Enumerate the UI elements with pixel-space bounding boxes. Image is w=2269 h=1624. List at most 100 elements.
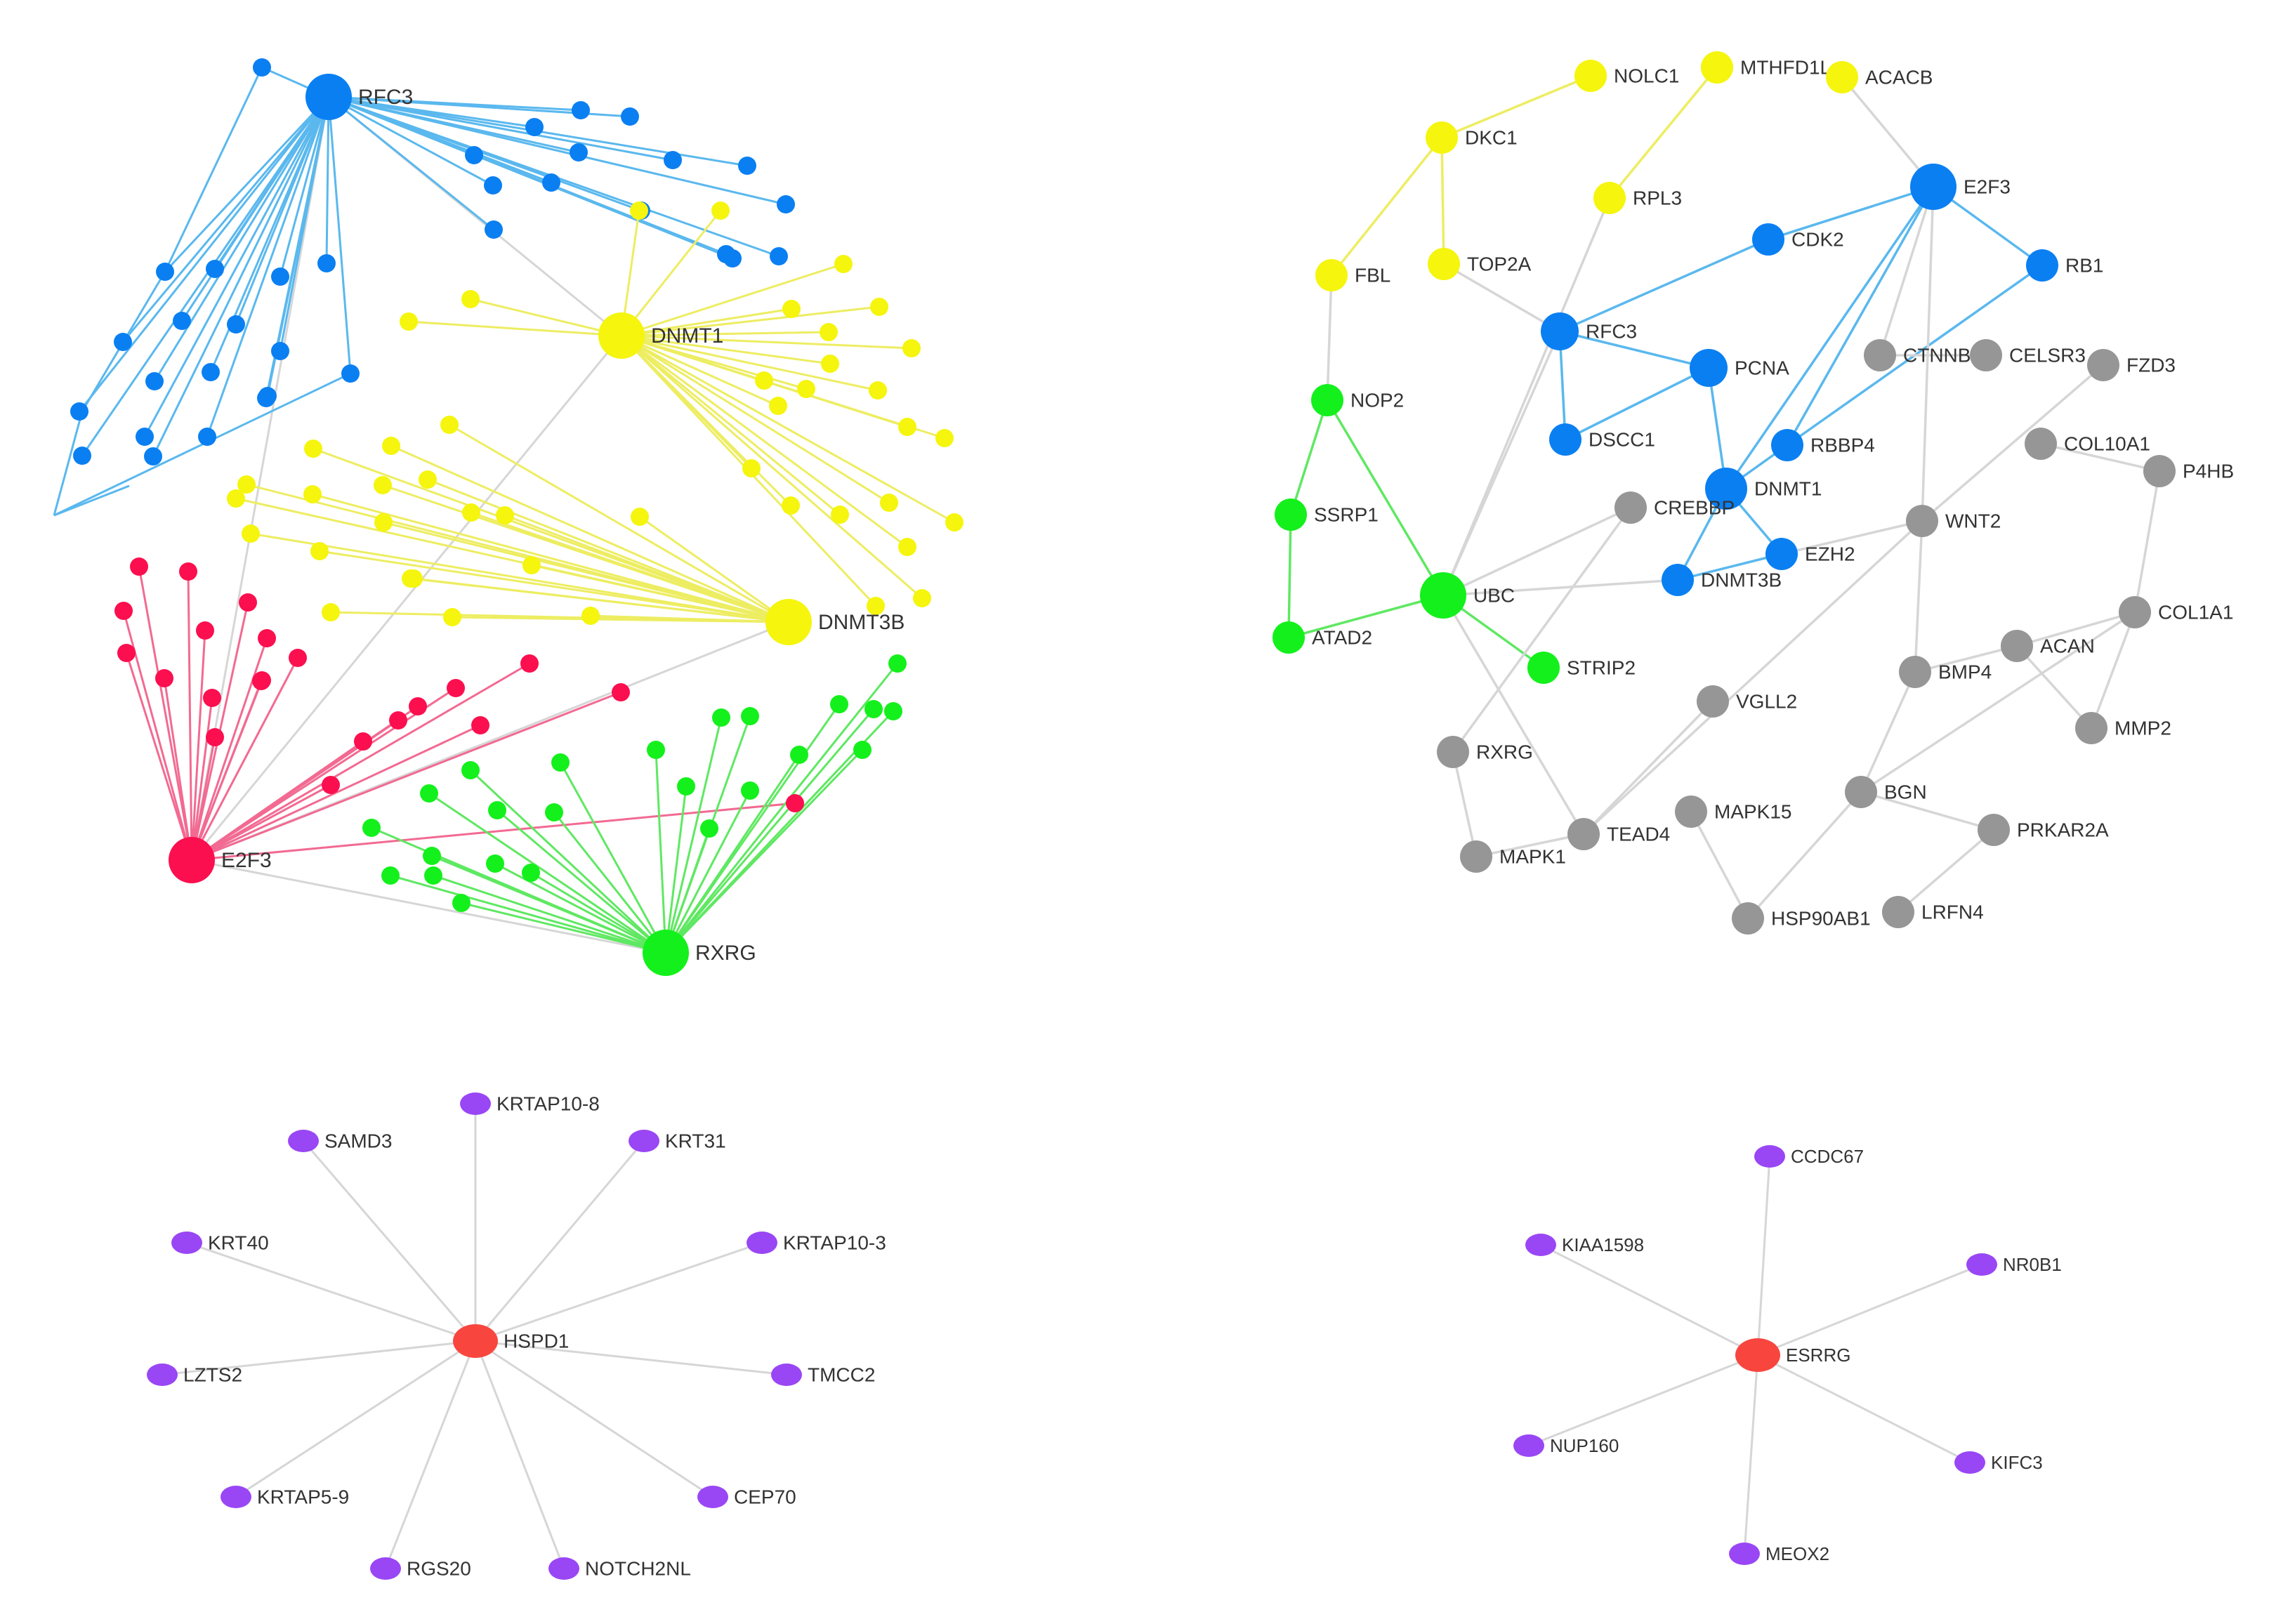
esrrg_star-leaf-label-kifc3: KIFC3 — [1991, 1452, 2043, 1473]
rxrg-satellite-edge — [664, 786, 688, 953]
dnmt1-satellite-node — [820, 323, 838, 341]
rxrg-satellite-edge — [664, 663, 899, 953]
rxrg-satellite-edge — [469, 769, 667, 954]
ppi-label-prkar2a: PRKAR2A — [2017, 819, 2109, 840]
hspd1_star-leaf-samd3 — [288, 1130, 319, 1152]
rxrg-satellite-edge — [664, 717, 723, 953]
ppi-node-nop2 — [1311, 384, 1343, 416]
ppi-label-acacb: ACACB — [1865, 66, 1933, 88]
ppi-node-ssrp1 — [1275, 499, 1307, 531]
ppi-node-ubc — [1420, 572, 1466, 619]
hspd1_star-edge — [475, 1241, 763, 1342]
rxrg-satellite-node — [551, 753, 570, 772]
rxrg-satellite-edge — [655, 749, 667, 953]
rxrg-satellite-node — [790, 746, 808, 764]
dnmt1-satellite-edge — [621, 305, 880, 337]
dnmt1-satellite-edge — [621, 334, 912, 350]
rxrg-satellite-node — [700, 819, 718, 838]
rxrg-satellite-edge — [496, 809, 666, 954]
rfc3-satellite-node — [145, 372, 164, 390]
e2f3-satellite-edge — [191, 740, 364, 861]
rfc3-satellite-node — [770, 247, 788, 265]
ppi-label-mapk15: MAPK15 — [1714, 800, 1792, 822]
ppi-label-rpl3: RPL3 — [1633, 187, 1682, 209]
hspd1_star-center-label: HSPD1 — [504, 1330, 569, 1352]
ppi-label-crebbp: CREBBP — [1654, 496, 1735, 518]
rxrg-satellite-node — [741, 781, 759, 800]
dnmt3b-satellite-edge — [319, 550, 789, 623]
esrrg_star-leaf-nup160 — [1513, 1434, 1544, 1457]
e2f3-satellite-edge — [191, 691, 621, 861]
ppi-node-dnmt3b — [1662, 564, 1694, 596]
dnmt1-satellite-node — [782, 496, 800, 515]
hspd1_star-edge — [474, 1140, 645, 1342]
rfc3-rim-edge — [53, 484, 130, 517]
esrrg_star-leaf-label-meox2: MEOX2 — [1765, 1543, 1829, 1564]
dnmt3b-satellite-node — [462, 503, 480, 522]
rfc3-satellite-node — [156, 263, 174, 281]
ppi-node-crebbp — [1614, 491, 1647, 524]
rfc3-satellite-node — [227, 315, 245, 334]
dnmt1-satellite-node — [902, 339, 921, 357]
hspd1_star-leaf-label-tmcc2: TMCC2 — [808, 1364, 875, 1385]
rxrg-satellite-node — [677, 777, 695, 796]
rfc3-satellite-edge — [143, 96, 330, 437]
rxrg-satellite-edge — [530, 871, 666, 954]
rfc3-satellite-edge — [325, 96, 330, 264]
rfc3-rim-edge — [53, 411, 84, 516]
dnmt1-satellite-edge — [621, 308, 792, 337]
ppi-edge-bmp4-bgn — [1860, 671, 1916, 793]
e2f3-satellite-edge — [138, 566, 193, 861]
dnmt1-satellite-edge — [620, 334, 792, 507]
hspd1_star-leaf-notch2nl — [548, 1557, 579, 1580]
ppi-edge-nolc1-dkc1 — [1441, 74, 1591, 139]
rfc3-satellite-node — [484, 176, 502, 194]
dnmt1-satellite-node — [867, 597, 885, 615]
rxrg-satellite-node — [424, 866, 442, 885]
rfc3-satellite-node — [70, 402, 88, 421]
dnmt3b-satellite-node — [382, 437, 400, 455]
ppi-edge-ubc-rfc3 — [1442, 331, 1561, 596]
rfc3-satellite-node — [621, 107, 639, 126]
dnmt1-satellite-node — [898, 538, 916, 556]
dnmt3b-satellite-edge — [390, 444, 789, 623]
ppi-node-acan — [2001, 630, 2033, 662]
esrrg_star-leaf-meox2 — [1729, 1543, 1760, 1565]
hspd1_star-leaf-label-krtap10-3: KRTAP10-3 — [783, 1232, 886, 1253]
ppi-label-e2f3: E2F3 — [1964, 176, 2011, 197]
dnmt3b-satellite-edge — [449, 423, 789, 623]
rxrg-satellite-edge — [559, 762, 667, 953]
dnmt3b-satellite-node — [419, 470, 437, 489]
ppi-edge-dkc1-fbl — [1330, 136, 1443, 277]
dnmt1-satellite-edge — [621, 334, 923, 600]
hspd1_star-edge — [475, 1340, 787, 1376]
e2f3-satellite-node — [258, 629, 276, 647]
hspd1_star-leaf-rgs20 — [370, 1557, 401, 1580]
rfc3-rim-edge — [53, 372, 351, 517]
esrrg_star-edge — [1528, 1354, 1758, 1447]
e2f3-satellite-node — [196, 621, 214, 640]
rxrg-satellite-edge — [664, 748, 864, 954]
ppi-label-dkc1: DKC1 — [1465, 126, 1518, 148]
ppi-label-ctnnb1: CTNNB1 — [1903, 344, 1982, 366]
rxrg-satellite-edge — [461, 902, 666, 954]
hspd1_star-leaf-label-krtap5-9: KRTAP5-9 — [257, 1486, 349, 1507]
rfc3-satellite-node — [317, 254, 336, 272]
rxrg-satellite-node — [488, 801, 506, 819]
dnmt1-satellite-node — [461, 290, 480, 308]
rfc3-satellite-edge — [78, 96, 330, 412]
rfc3-satellite-node — [202, 363, 220, 381]
ppi-node-col10a1 — [2025, 428, 2057, 460]
ppi-edge-wnt2-bmp4 — [1914, 520, 1923, 673]
rfc3-satellite-edge — [328, 95, 494, 231]
dnmt3b-satellite-node — [522, 556, 541, 574]
dnmt3b-satellite-node — [443, 608, 461, 626]
e2f3-satellite-edge — [191, 662, 530, 861]
ppi-label-nolc1: NOLC1 — [1614, 65, 1679, 86]
ppi-edge-mapk15-hsp90ab1 — [1690, 811, 1749, 919]
hspd1_star-leaf-label-krtap10-8: KRTAP10-8 — [496, 1092, 600, 1114]
e2f3-satellite-node — [130, 557, 148, 576]
dnmt1-satellite-edge — [621, 334, 879, 392]
ppi-node-strip2 — [1527, 652, 1560, 684]
